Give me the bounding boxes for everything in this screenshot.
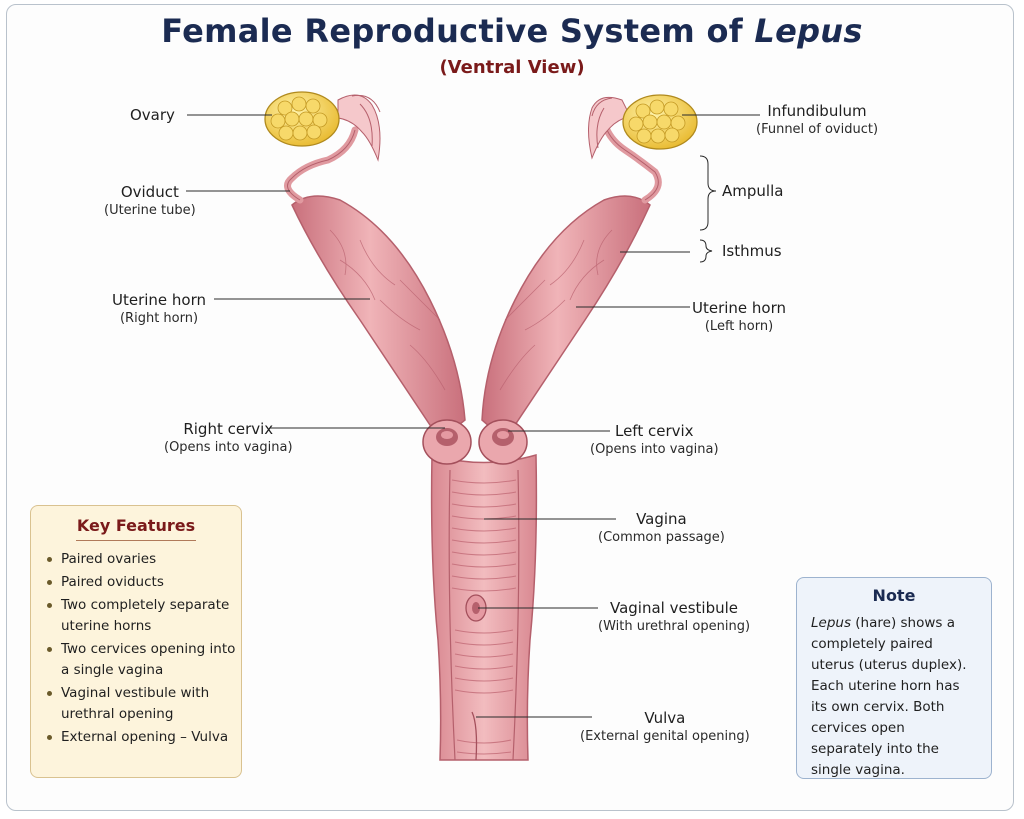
label-right-cervix: Right cervix (Opens into vagina) [164, 420, 293, 455]
label-isthmus: Isthmus [722, 242, 782, 260]
left-ovary-shape [622, 94, 698, 150]
label-ampulla: Ampulla [722, 182, 784, 200]
right-uterine-horn-shape [291, 195, 466, 442]
label-vagina: Vagina (Common passage) [598, 510, 725, 545]
vulva-opening [471, 711, 478, 761]
key-feature-item: Paired ovaries [47, 549, 241, 570]
note-text: (hare) shows a completely paired uterus … [811, 615, 967, 778]
right-ovary-shape [264, 91, 340, 147]
page-title: Female Reproductive System of Lepus [161, 12, 863, 50]
note-genus: Lepus [811, 615, 851, 631]
right-cervix-shape [422, 419, 472, 465]
label-vaginal-vestibule: Vaginal vestibule (With urethral opening… [598, 599, 751, 634]
key-feature-item: Two completely separate uterine horns [47, 595, 241, 637]
key-features-heading: Key Features [76, 516, 196, 535]
key-features-list: Paired ovaries Paired oviducts Two compl… [31, 549, 241, 748]
note-panel: Note Lepus (hare) shows a completely pai… [796, 577, 992, 779]
vagina-inner-wall-left [448, 469, 456, 761]
label-infundibulum: Infundibulum (Funnel of oviduct) [756, 102, 879, 137]
label-vulva: Vulva (External genital opening) [580, 709, 750, 744]
page-subtitle: (Ventral View) [439, 57, 585, 78]
leader-lines [186, 114, 760, 718]
right-horn-veins [329, 229, 446, 391]
key-features-panel: Key Features Paired ovaries Paired ovidu… [30, 505, 242, 778]
label-left-cervix: Left cervix (Opens into vagina) [590, 422, 719, 457]
key-features-underline [76, 540, 196, 541]
label-ovary: Ovary [130, 106, 175, 124]
left-cervix-shape [478, 419, 528, 465]
key-feature-item: Vaginal vestibule with urethral opening [47, 683, 241, 725]
key-feature-item: Two cervices opening into a single vagin… [47, 639, 241, 681]
left-infundibulum-shape [588, 96, 631, 160]
label-uterine-horn-right: Uterine horn (Right horn) [112, 291, 207, 326]
key-feature-item: External opening – Vulva [47, 727, 241, 748]
key-feature-item: Paired oviducts [47, 572, 241, 593]
label-oviduct: Oviduct (Uterine tube) [104, 183, 196, 218]
vaginal-rugae [451, 479, 517, 755]
left-uterine-horn-shape [481, 195, 651, 442]
left-horn-veins [499, 229, 613, 391]
right-infundibulum-shape [337, 94, 381, 162]
label-uterine-horn-left: Uterine horn (Left horn) [692, 299, 787, 334]
note-body: Lepus (hare) shows a completely paired u… [811, 613, 977, 781]
note-heading: Note [872, 586, 916, 605]
